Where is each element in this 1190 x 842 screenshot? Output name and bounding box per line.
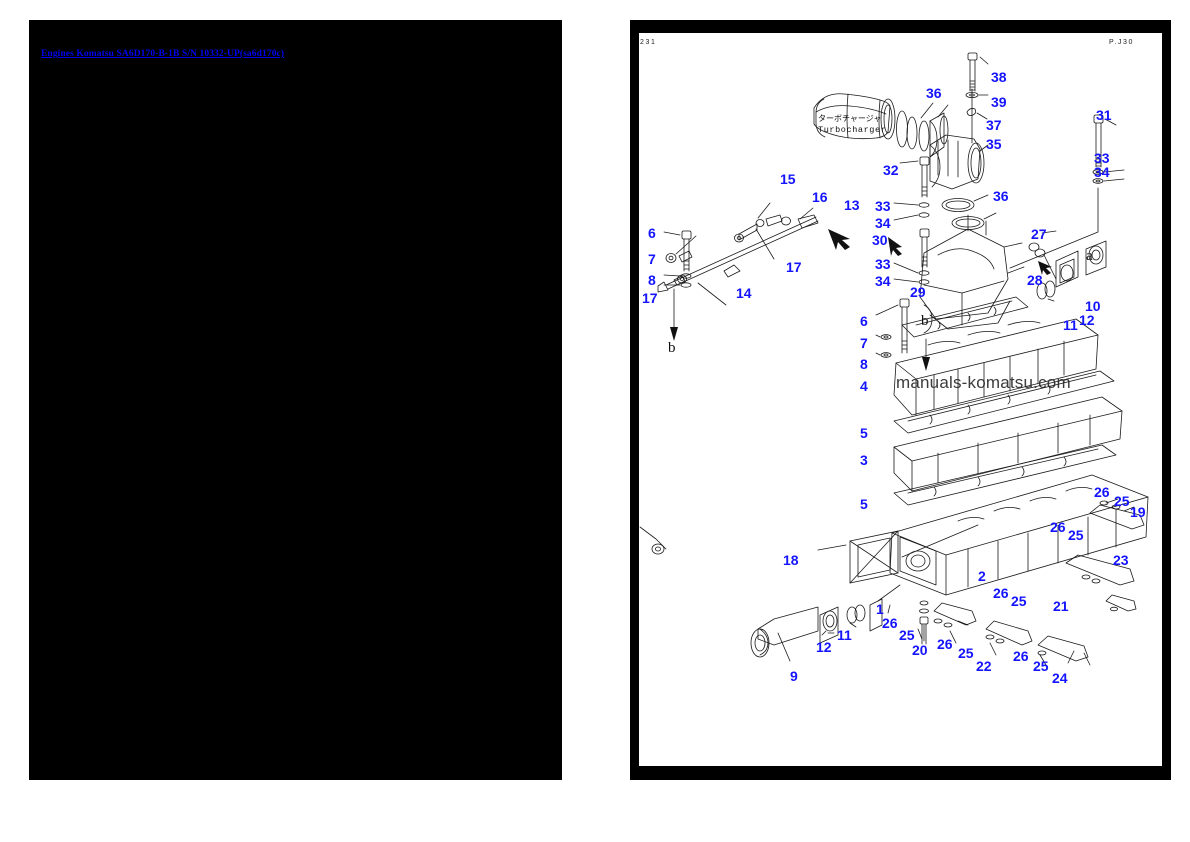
callout-number-28: 28 — [1027, 272, 1043, 288]
page-top-border — [630, 20, 1171, 33]
callout-number-33: 33 — [875, 256, 891, 272]
left-preview-panel: Engines Komatsu SA6D170-B-1B S/N 10332-U… — [29, 20, 562, 780]
callout-number-34: 34 — [1094, 164, 1110, 180]
callout-number-1: 1 — [876, 601, 884, 617]
callout-number-17: 17 — [786, 259, 802, 275]
callout-number-7: 7 — [860, 335, 868, 351]
callout-number-26: 26 — [1050, 519, 1066, 535]
callout-number-4: 4 — [860, 378, 868, 394]
callout-number-14: 14 — [736, 285, 752, 301]
diagram-linework — [639, 52, 1149, 666]
callout-number-24: 24 — [1052, 670, 1068, 686]
callout-number-12: 12 — [816, 639, 832, 655]
callout-number-26: 26 — [937, 636, 953, 652]
header-right-code: P.J30 — [1109, 39, 1134, 46]
reference-letter-b-left: b — [668, 340, 676, 356]
callout-number-7: 7 — [648, 251, 656, 267]
callout-number-11: 11 — [837, 627, 852, 643]
callout-number-26: 26 — [882, 615, 898, 631]
callout-number-32: 32 — [883, 162, 899, 178]
callout-number-11: 11 — [1063, 317, 1078, 333]
callout-number-18: 18 — [783, 552, 799, 568]
callout-number-25: 25 — [1068, 527, 1084, 543]
callout-number-34: 34 — [875, 215, 891, 231]
callout-number-37: 37 — [986, 117, 1002, 133]
callout-number-15: 15 — [780, 171, 796, 187]
callout-number-39: 39 — [991, 94, 1007, 110]
callout-number-36: 36 — [993, 188, 1009, 204]
callout-number-5: 5 — [860, 425, 868, 441]
callout-number-25: 25 — [899, 627, 915, 643]
callout-number-25: 25 — [958, 645, 974, 661]
callout-number-31: 31 — [1096, 107, 1112, 123]
turbocharger-label-jp: ターボチャージャ — [818, 114, 882, 123]
callout-number-25: 25 — [1114, 493, 1130, 509]
callout-number-21: 21 — [1053, 598, 1069, 614]
callout-number-5: 5 — [860, 496, 868, 512]
document-title-link[interactable]: Engines Komatsu SA6D170-B-1B S/N 10332-U… — [41, 49, 285, 59]
reference-letter-b-mid: b — [921, 313, 929, 329]
exploded-parts-diagram: ターボチャージャ Turbocharger b a b manuals-koma… — [638, 33, 1163, 767]
callout-number-6: 6 — [648, 225, 656, 241]
callout-number-16: 16 — [812, 189, 828, 205]
callout-number-12: 12 — [1079, 312, 1095, 328]
page-frame — [638, 33, 1163, 767]
callout-number-8: 8 — [648, 272, 656, 288]
callout-number-38: 38 — [991, 69, 1007, 85]
callout-number-10: 10 — [1085, 298, 1101, 314]
callout-number-19: 19 — [1130, 504, 1146, 520]
callout-number-25: 25 — [1011, 593, 1027, 609]
callout-number-22: 22 — [976, 658, 992, 674]
page-bottom-border — [630, 767, 1171, 780]
callout-number-33: 33 — [875, 198, 891, 214]
callout-number-13: 13 — [844, 197, 860, 213]
callout-number-30: 30 — [872, 232, 888, 248]
header-left-code: 231 — [640, 39, 657, 46]
turbocharger-label-en: Turbocharger — [818, 124, 887, 135]
callout-number-23: 23 — [1113, 552, 1129, 568]
callout-number-2: 2 — [978, 568, 986, 584]
reference-letter-a: a — [1086, 248, 1093, 264]
callout-number-26: 26 — [1094, 484, 1110, 500]
turbocharger-label: ターボチャージャ Turbocharger — [818, 114, 886, 136]
page-left-border — [630, 33, 638, 780]
callout-number-26: 26 — [1013, 648, 1029, 664]
callout-number-3: 3 — [860, 452, 868, 468]
page-right-border — [1163, 33, 1171, 780]
parts-diagram-panel: 231 P.J30 — [630, 20, 1171, 780]
callout-number-33: 33 — [1094, 150, 1110, 166]
callout-number-20: 20 — [912, 642, 928, 658]
callout-number-25: 25 — [1033, 658, 1049, 674]
callout-number-17: 17 — [642, 290, 658, 306]
callout-number-36: 36 — [926, 85, 942, 101]
callout-number-26: 26 — [993, 585, 1009, 601]
callout-number-27: 27 — [1031, 226, 1047, 242]
callout-number-9: 9 — [790, 668, 798, 684]
callout-number-35: 35 — [986, 136, 1002, 152]
callout-number-8: 8 — [860, 356, 868, 372]
callout-number-29: 29 — [910, 284, 926, 300]
callout-number-6: 6 — [860, 313, 868, 329]
callout-number-34: 34 — [875, 273, 891, 289]
